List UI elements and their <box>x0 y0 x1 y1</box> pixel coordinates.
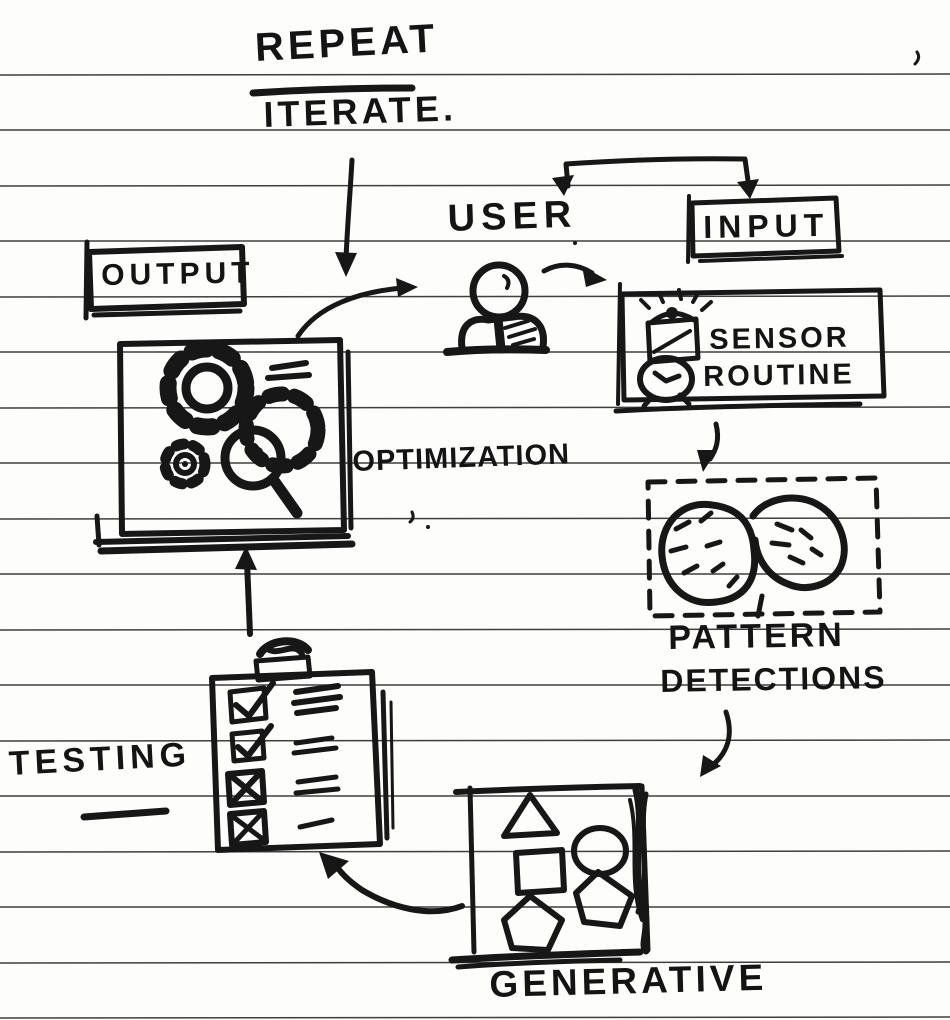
sensor-light-icon <box>639 288 713 365</box>
detections-label: DETECTIONS <box>659 659 887 699</box>
sensor-label: SENSOR <box>708 321 850 356</box>
optimization-label: OPTIMIZATION <box>351 438 571 478</box>
gear-with-magnifier-icon <box>220 386 326 519</box>
triangle-icon <box>501 792 560 839</box>
sensor-routine-box <box>613 282 887 414</box>
pattern-detection-box <box>645 475 883 619</box>
generative-label: GENERATIVE <box>488 956 768 1005</box>
heading-divider <box>249 84 416 97</box>
square-icon <box>513 847 567 896</box>
input-box <box>686 194 844 264</box>
brain-icon <box>658 494 848 619</box>
sensor-to-pattern-arrow <box>697 421 721 472</box>
gear-icon <box>159 438 211 490</box>
heading-repeat: REPEAT <box>253 16 440 70</box>
stray-pen-marks <box>408 50 921 529</box>
gear-icon <box>159 340 255 436</box>
output-box <box>83 239 247 321</box>
clipboard-checklist-icon <box>209 637 395 853</box>
user-to-sensor-arrow <box>541 262 607 287</box>
heading-iterate: ITERATE. <box>262 87 458 135</box>
pentagon-icon <box>501 893 565 953</box>
optimization-to-user-arrow <box>295 278 418 339</box>
testing-underline <box>80 807 170 821</box>
ruled-lines <box>0 73 950 1019</box>
routine-label: ROUTINE <box>702 358 856 393</box>
pattern-to-generative-arrow <box>700 709 732 777</box>
pattern-label: PATTERN <box>667 615 846 657</box>
user-person-icon <box>443 261 550 356</box>
clock-icon <box>637 355 695 409</box>
testing-label: TESTING <box>7 735 192 783</box>
pentagon-icon <box>573 869 635 929</box>
user-label: USER <box>446 193 578 240</box>
output-label: OUTPUT <box>100 256 255 292</box>
iterate-down-arrow <box>335 157 357 277</box>
testing-to-optimization-arrow <box>235 546 257 637</box>
input-label: INPUT <box>702 206 830 245</box>
generative-box <box>448 783 651 970</box>
optimization-box <box>93 337 356 555</box>
loop-bracket-arrow <box>552 156 759 199</box>
generative-to-testing-arrow <box>319 852 465 915</box>
